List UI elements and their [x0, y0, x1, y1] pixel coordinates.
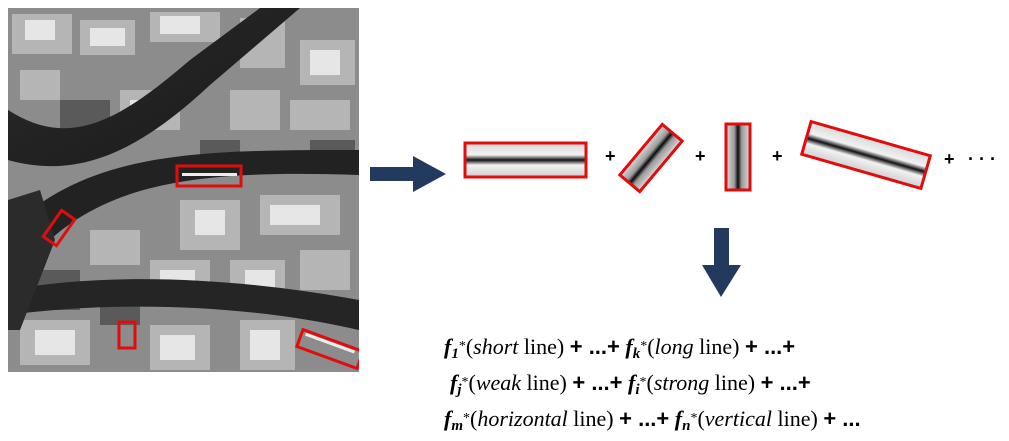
formula-line-3: fm*(horizontal line) + ...+ fn*(vertical…: [444, 406, 861, 434]
detection-box-long: [175, 164, 243, 188]
plus-sign-4: +: [944, 149, 955, 169]
f-symbol: fj: [450, 370, 462, 398]
patch-vertical: [724, 122, 752, 192]
f-symbol: fk: [625, 334, 641, 362]
detection-box-vertical: [117, 320, 137, 350]
patch-slanted: [799, 119, 933, 191]
plus-sign-3: +: [772, 146, 783, 166]
plus-sign-1: +: [605, 146, 616, 166]
f-symbol: fn: [674, 406, 691, 434]
formula-line-2: fj*(weak line) + ...+ fi*(strong line) +…: [450, 370, 811, 398]
patch-long-horizontal: [463, 141, 588, 179]
plus-sign-2: +: [695, 146, 706, 166]
aerial-image: [8, 8, 359, 372]
detection-box-slanted: [294, 327, 359, 371]
arrow-down-icon: [702, 228, 741, 297]
patch-diagonal: [617, 122, 685, 194]
f-symbol: fi: [628, 370, 640, 398]
arrow-right-icon: [370, 156, 446, 192]
detection-box-diagonal: [41, 208, 77, 248]
f-symbol: fm: [444, 406, 463, 434]
f-symbol: f1: [444, 334, 459, 362]
ellipsis: · · ·: [968, 149, 996, 169]
formula-line-1: f1*(short line) + ...+ fk*(long line) + …: [444, 334, 796, 362]
